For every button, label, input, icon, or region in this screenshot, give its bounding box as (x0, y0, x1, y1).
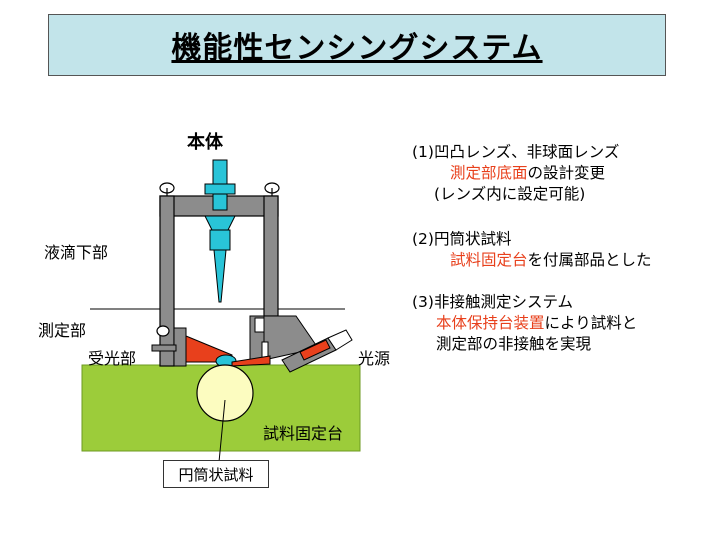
description-item-3: (3)非接触測定システム 本体保持台装置により試料と 測定部の非接触を実現 (412, 292, 637, 355)
description-item-1: (1)凹凸レンズ、非球面レンズ 測定部底面の設計変更 (レンズ内に設定可能) (412, 142, 619, 205)
label-main-body: 本体 (187, 132, 223, 153)
item-3-line3: 測定部の非接触を実現 (436, 335, 592, 353)
label-light-source: 光源 (358, 349, 391, 368)
item-1-rest: の設計変更 (527, 164, 606, 182)
item-1-highlight: 測定部底面 (450, 164, 528, 182)
item-1-line3: (レンズ内に設定可能) (434, 185, 586, 203)
cylindrical-sample (196, 364, 254, 422)
needle-collar (204, 183, 236, 195)
label-cylindrical-sample: 円筒状試料 (163, 460, 269, 488)
title-banner: 機能性センシングシステム (48, 14, 666, 76)
needle-lower-block (209, 229, 231, 251)
frame-right-leg (263, 195, 279, 317)
item-2-line2: 試料固定台を付属部品とした (412, 250, 652, 271)
label-droplet-drop: 液滴下部 (44, 243, 109, 262)
description-item-2: (2)円筒状試料 試料固定台を付属部品とした (412, 229, 652, 271)
item-3-heading: (3)非接触測定システム (412, 293, 573, 311)
callout-pointer (218, 399, 226, 463)
page-title: 機能性センシングシステム (171, 31, 543, 66)
receiver-rod (151, 344, 177, 352)
light-source-unit (281, 329, 353, 373)
item-2-heading: (2)円筒状試料 (412, 230, 512, 248)
item-3-highlight: 本体保持台装置 (436, 314, 545, 332)
needle-top (212, 159, 228, 185)
item-3-rest: により試料と (544, 314, 638, 332)
light-beam (231, 355, 271, 367)
item-2-highlight: 試料固定台 (450, 251, 528, 269)
frame-left-leg (159, 195, 175, 367)
item-1-heading: (1)凹凸レンズ、非球面レンズ (412, 143, 620, 161)
label-receiver: 受光部 (88, 349, 137, 368)
label-sample-stage: 試料固定台 (263, 424, 344, 443)
needle-tip (213, 249, 227, 303)
label-measurement: 測定部 (38, 321, 87, 340)
needle-cone (204, 215, 236, 231)
frame-knob-lower-left (156, 325, 170, 337)
item-3-line2: 本体保持台装置により試料と (412, 313, 637, 334)
needle-body (212, 193, 228, 211)
item-1-line2: 測定部底面の設計変更 (412, 163, 619, 184)
item-2-rest: を付属部品とした (527, 251, 652, 269)
